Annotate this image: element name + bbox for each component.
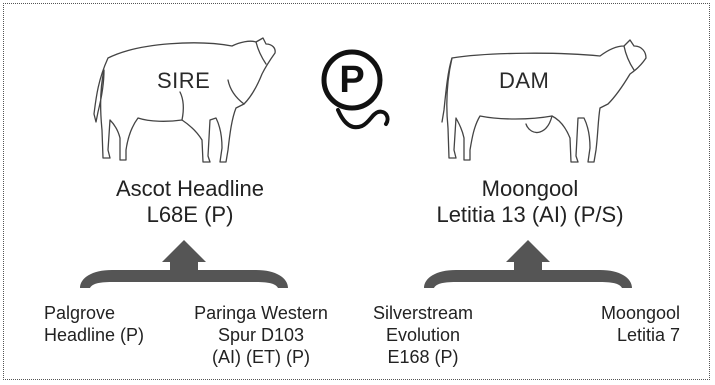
sire-name: Ascot Headline L68E (P) [60, 176, 320, 228]
bull-outline-icon [93, 37, 276, 163]
dam-name-line2: Letitia 13 (AI) (P/S) [436, 202, 624, 227]
dam-parents-bracket [424, 240, 632, 288]
diagram-frame [3, 3, 710, 380]
sire-label: SIRE [157, 68, 211, 93]
sire-parents-bracket [80, 240, 288, 288]
sire-dam-name: Paringa Western Spur D103 (AI) (ET) (P) [194, 303, 328, 367]
cow-outline-icon [441, 39, 647, 163]
polled-symbol-letter: P [339, 59, 365, 101]
dam-sire-name: Silverstream Evolution E168 (P) [372, 303, 474, 367]
dam-name: Moongool Letitia 13 (AI) (P/S) [410, 176, 650, 228]
dam-label: DAM [499, 68, 550, 93]
dam-dam-name: Moongool Letitia 7 [600, 303, 680, 345]
sire-sire-name: Palgrove Headline (P) [44, 303, 145, 345]
polled-circle-icon [321, 49, 390, 130]
sire-name-line1: Ascot Headline [116, 176, 264, 201]
sire-name-line2: L68E (P) [146, 202, 234, 227]
dam-name-line1: Moongool [481, 176, 579, 201]
